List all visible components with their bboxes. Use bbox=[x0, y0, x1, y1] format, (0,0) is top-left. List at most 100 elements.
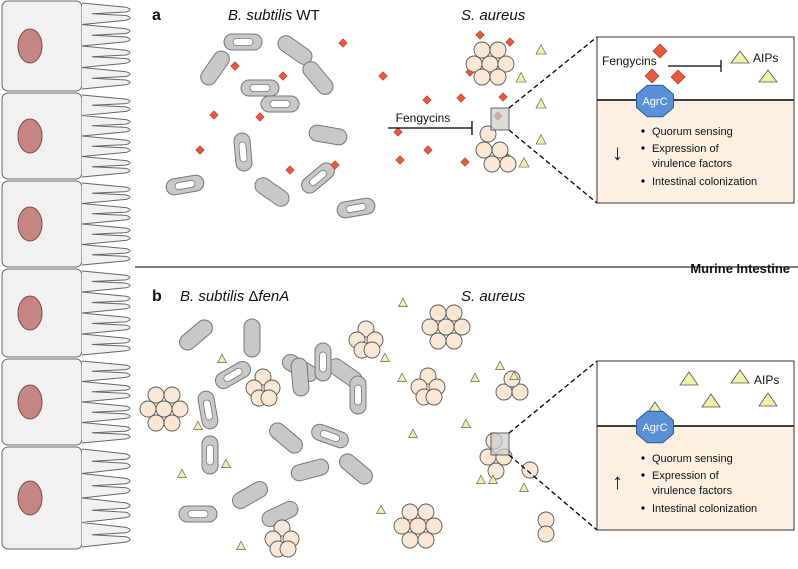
aip-molecules-b bbox=[177, 297, 529, 550]
down-arrow-icon: ↓ bbox=[612, 140, 623, 165]
bacillus-cell bbox=[233, 132, 253, 172]
aip-icon bbox=[408, 428, 418, 438]
panel-a-staph-title: S. aureus bbox=[461, 7, 526, 24]
staph-cluster bbox=[139, 386, 189, 432]
epithelial-cell bbox=[1, 0, 131, 92]
panel-a-letter: a bbox=[152, 7, 161, 24]
svg-text:Intestinal colonization: Intestinal colonization bbox=[652, 503, 757, 515]
bacillus-cell bbox=[197, 390, 219, 430]
fengycin-icon bbox=[423, 145, 433, 155]
aip-icon bbox=[376, 504, 386, 514]
aip-molecules bbox=[515, 43, 547, 168]
staph-cluster bbox=[537, 511, 555, 543]
aip-icon bbox=[221, 458, 231, 468]
aip-icon bbox=[397, 372, 407, 382]
bacillus-cell bbox=[308, 124, 348, 146]
zoom-line-top-b bbox=[508, 360, 598, 434]
fengycin-icon bbox=[278, 71, 288, 81]
fengycin-icon bbox=[378, 71, 388, 81]
bacillus-wt-cells bbox=[165, 33, 376, 219]
aip-icon bbox=[535, 97, 547, 109]
aip-icon bbox=[398, 297, 408, 307]
aip-icon bbox=[535, 133, 547, 145]
staph-cluster bbox=[521, 461, 539, 479]
svg-text:Intestinal colonization: Intestinal colonization bbox=[652, 176, 757, 188]
bacillus-cell bbox=[243, 318, 261, 358]
aip-icon bbox=[476, 474, 486, 484]
epithelial-cell bbox=[1, 268, 131, 358]
staph-cluster bbox=[465, 41, 515, 86]
bacillus-cell bbox=[302, 61, 334, 95]
bacillus-cell bbox=[314, 342, 332, 382]
fengycin-icon bbox=[475, 30, 485, 40]
fengycin-icon bbox=[505, 37, 515, 47]
fengycin-icon bbox=[422, 95, 432, 105]
bacillus-cell bbox=[201, 435, 219, 475]
bacillus-cell bbox=[269, 422, 303, 454]
svg-text:virulence factors: virulence factors bbox=[652, 485, 733, 497]
bacillus-cell bbox=[178, 505, 218, 523]
aip-icon bbox=[461, 418, 471, 428]
zoom-line-bottom-b bbox=[508, 454, 598, 531]
bacillus-cell bbox=[165, 174, 205, 196]
bacillus-cell bbox=[254, 177, 290, 207]
bacillus-cell bbox=[214, 361, 252, 389]
epithelial-cell bbox=[1, 180, 131, 268]
inset-b-aips-label: AIPs bbox=[754, 373, 779, 387]
panel-b-letter: b bbox=[152, 288, 162, 305]
aip-icon bbox=[519, 482, 529, 492]
bacillus-cell bbox=[231, 481, 269, 509]
agrc-label-a: AgrC bbox=[642, 96, 667, 108]
fengycins-inhibition-label: Fengycins bbox=[396, 111, 451, 125]
agrc-receptor-b: AgrC bbox=[636, 410, 674, 444]
inset-a-fengycins bbox=[644, 43, 686, 85]
staph-clusters bbox=[465, 41, 517, 173]
zoom-region-a bbox=[490, 107, 510, 131]
aip-icon bbox=[535, 43, 547, 55]
bacillus-cell bbox=[290, 458, 330, 482]
svg-text:Quorum sensing: Quorum sensing bbox=[652, 453, 733, 465]
svg-text:virulence factors: virulence factors bbox=[652, 158, 733, 170]
inset-b: AIPs AgrC ↑ Quorum sensing Expression of… bbox=[596, 360, 795, 531]
aip-icon bbox=[515, 71, 527, 83]
zoom-line-bottom-a bbox=[508, 129, 598, 204]
staph-cluster bbox=[264, 519, 300, 558]
bacillus-cell bbox=[200, 50, 230, 86]
nucleus bbox=[17, 295, 43, 331]
bacillus-cell bbox=[339, 453, 373, 485]
svg-text:Expression of: Expression of bbox=[652, 470, 720, 482]
panel-b-staph-title: S. aureus bbox=[461, 288, 526, 305]
staph-cluster bbox=[475, 125, 517, 173]
staph-cluster bbox=[410, 367, 446, 406]
fengycin-icon bbox=[338, 38, 348, 48]
aip-icon bbox=[217, 353, 227, 363]
nucleus bbox=[17, 28, 43, 64]
fengycin-molecules bbox=[195, 30, 515, 175]
staph-cluster bbox=[245, 368, 281, 407]
inset-a-effects: Quorum sensing Expression of virulence f… bbox=[641, 126, 757, 188]
fengycin-icon bbox=[330, 160, 340, 170]
bacillus-fena-cells bbox=[178, 318, 373, 528]
svg-text:Quorum sensing: Quorum sensing bbox=[652, 126, 733, 138]
staph-cluster bbox=[348, 320, 384, 359]
zoom-line-top-a bbox=[508, 36, 598, 109]
aip-icon bbox=[177, 468, 187, 478]
bacillus-cell bbox=[179, 319, 213, 351]
aip-icon bbox=[488, 474, 498, 484]
svg-text:Expression of: Expression of bbox=[652, 143, 720, 155]
nucleus bbox=[17, 480, 43, 516]
fengycin-icon bbox=[230, 61, 240, 71]
aip-icon bbox=[470, 372, 480, 382]
intestinal-epithelium bbox=[1, 0, 131, 550]
fengycin-icon bbox=[498, 92, 508, 102]
panel-b-bacillus-title: B. subtilis ΔfenA bbox=[180, 288, 289, 305]
inset-a-aips bbox=[730, 50, 778, 83]
aip-icon bbox=[509, 370, 519, 380]
inset-b-effects: Quorum sensing Expression of virulence f… bbox=[641, 453, 757, 515]
fengycin-icon bbox=[393, 127, 403, 137]
bacillus-cell bbox=[311, 423, 349, 449]
bacillus-cell bbox=[240, 79, 280, 97]
aip-icon bbox=[380, 352, 390, 362]
nucleus bbox=[17, 384, 43, 420]
